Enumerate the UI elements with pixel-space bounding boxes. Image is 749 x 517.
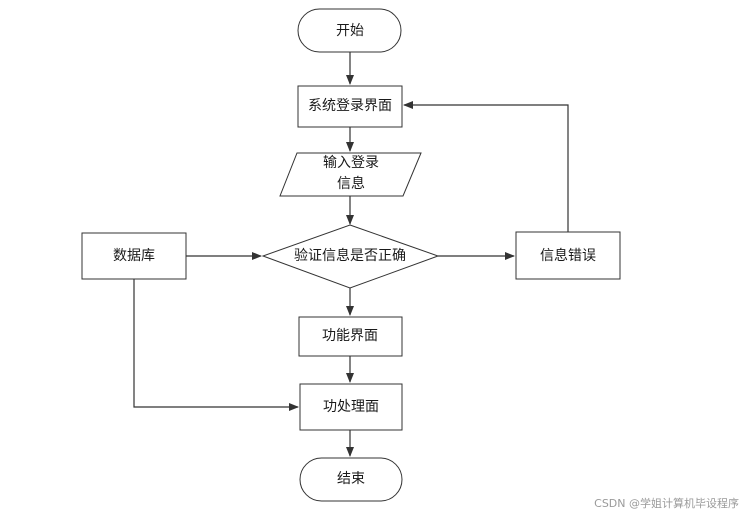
end-node: 结束 bbox=[299, 457, 403, 502]
login-ui-node: 系统登录界面 bbox=[297, 85, 403, 128]
feature-ui-label: 功能界面 bbox=[322, 328, 378, 344]
watermark: CSDN @学姐计算机毕设程序 bbox=[594, 497, 739, 510]
database-label: 数据库 bbox=[113, 248, 155, 264]
error-label: 信息错误 bbox=[540, 247, 596, 264]
input-login-label-line1: 输入登录 bbox=[323, 155, 379, 171]
edge-database-to-process bbox=[133, 279, 299, 411]
feature-ui-node: 功能界面 bbox=[298, 316, 403, 357]
start-label: 开始 bbox=[336, 23, 364, 39]
error-node: 信息错误 bbox=[515, 231, 621, 280]
end-label: 结束 bbox=[337, 471, 365, 487]
input-login-node: 输入登录 信息 bbox=[279, 152, 422, 197]
start-node: 开始 bbox=[297, 8, 402, 53]
edge-error-to-login bbox=[403, 101, 569, 232]
validate-label: 验证信息是否正确 bbox=[294, 247, 406, 264]
input-login-label-line2: 信息 bbox=[337, 175, 365, 192]
database-node: 数据库 bbox=[81, 232, 187, 280]
validate-decision-node: 验证信息是否正确 bbox=[261, 224, 440, 289]
process-node: 功处理面 bbox=[299, 383, 403, 431]
login-ui-label: 系统登录界面 bbox=[308, 98, 392, 114]
process-label: 功处理面 bbox=[323, 399, 379, 415]
